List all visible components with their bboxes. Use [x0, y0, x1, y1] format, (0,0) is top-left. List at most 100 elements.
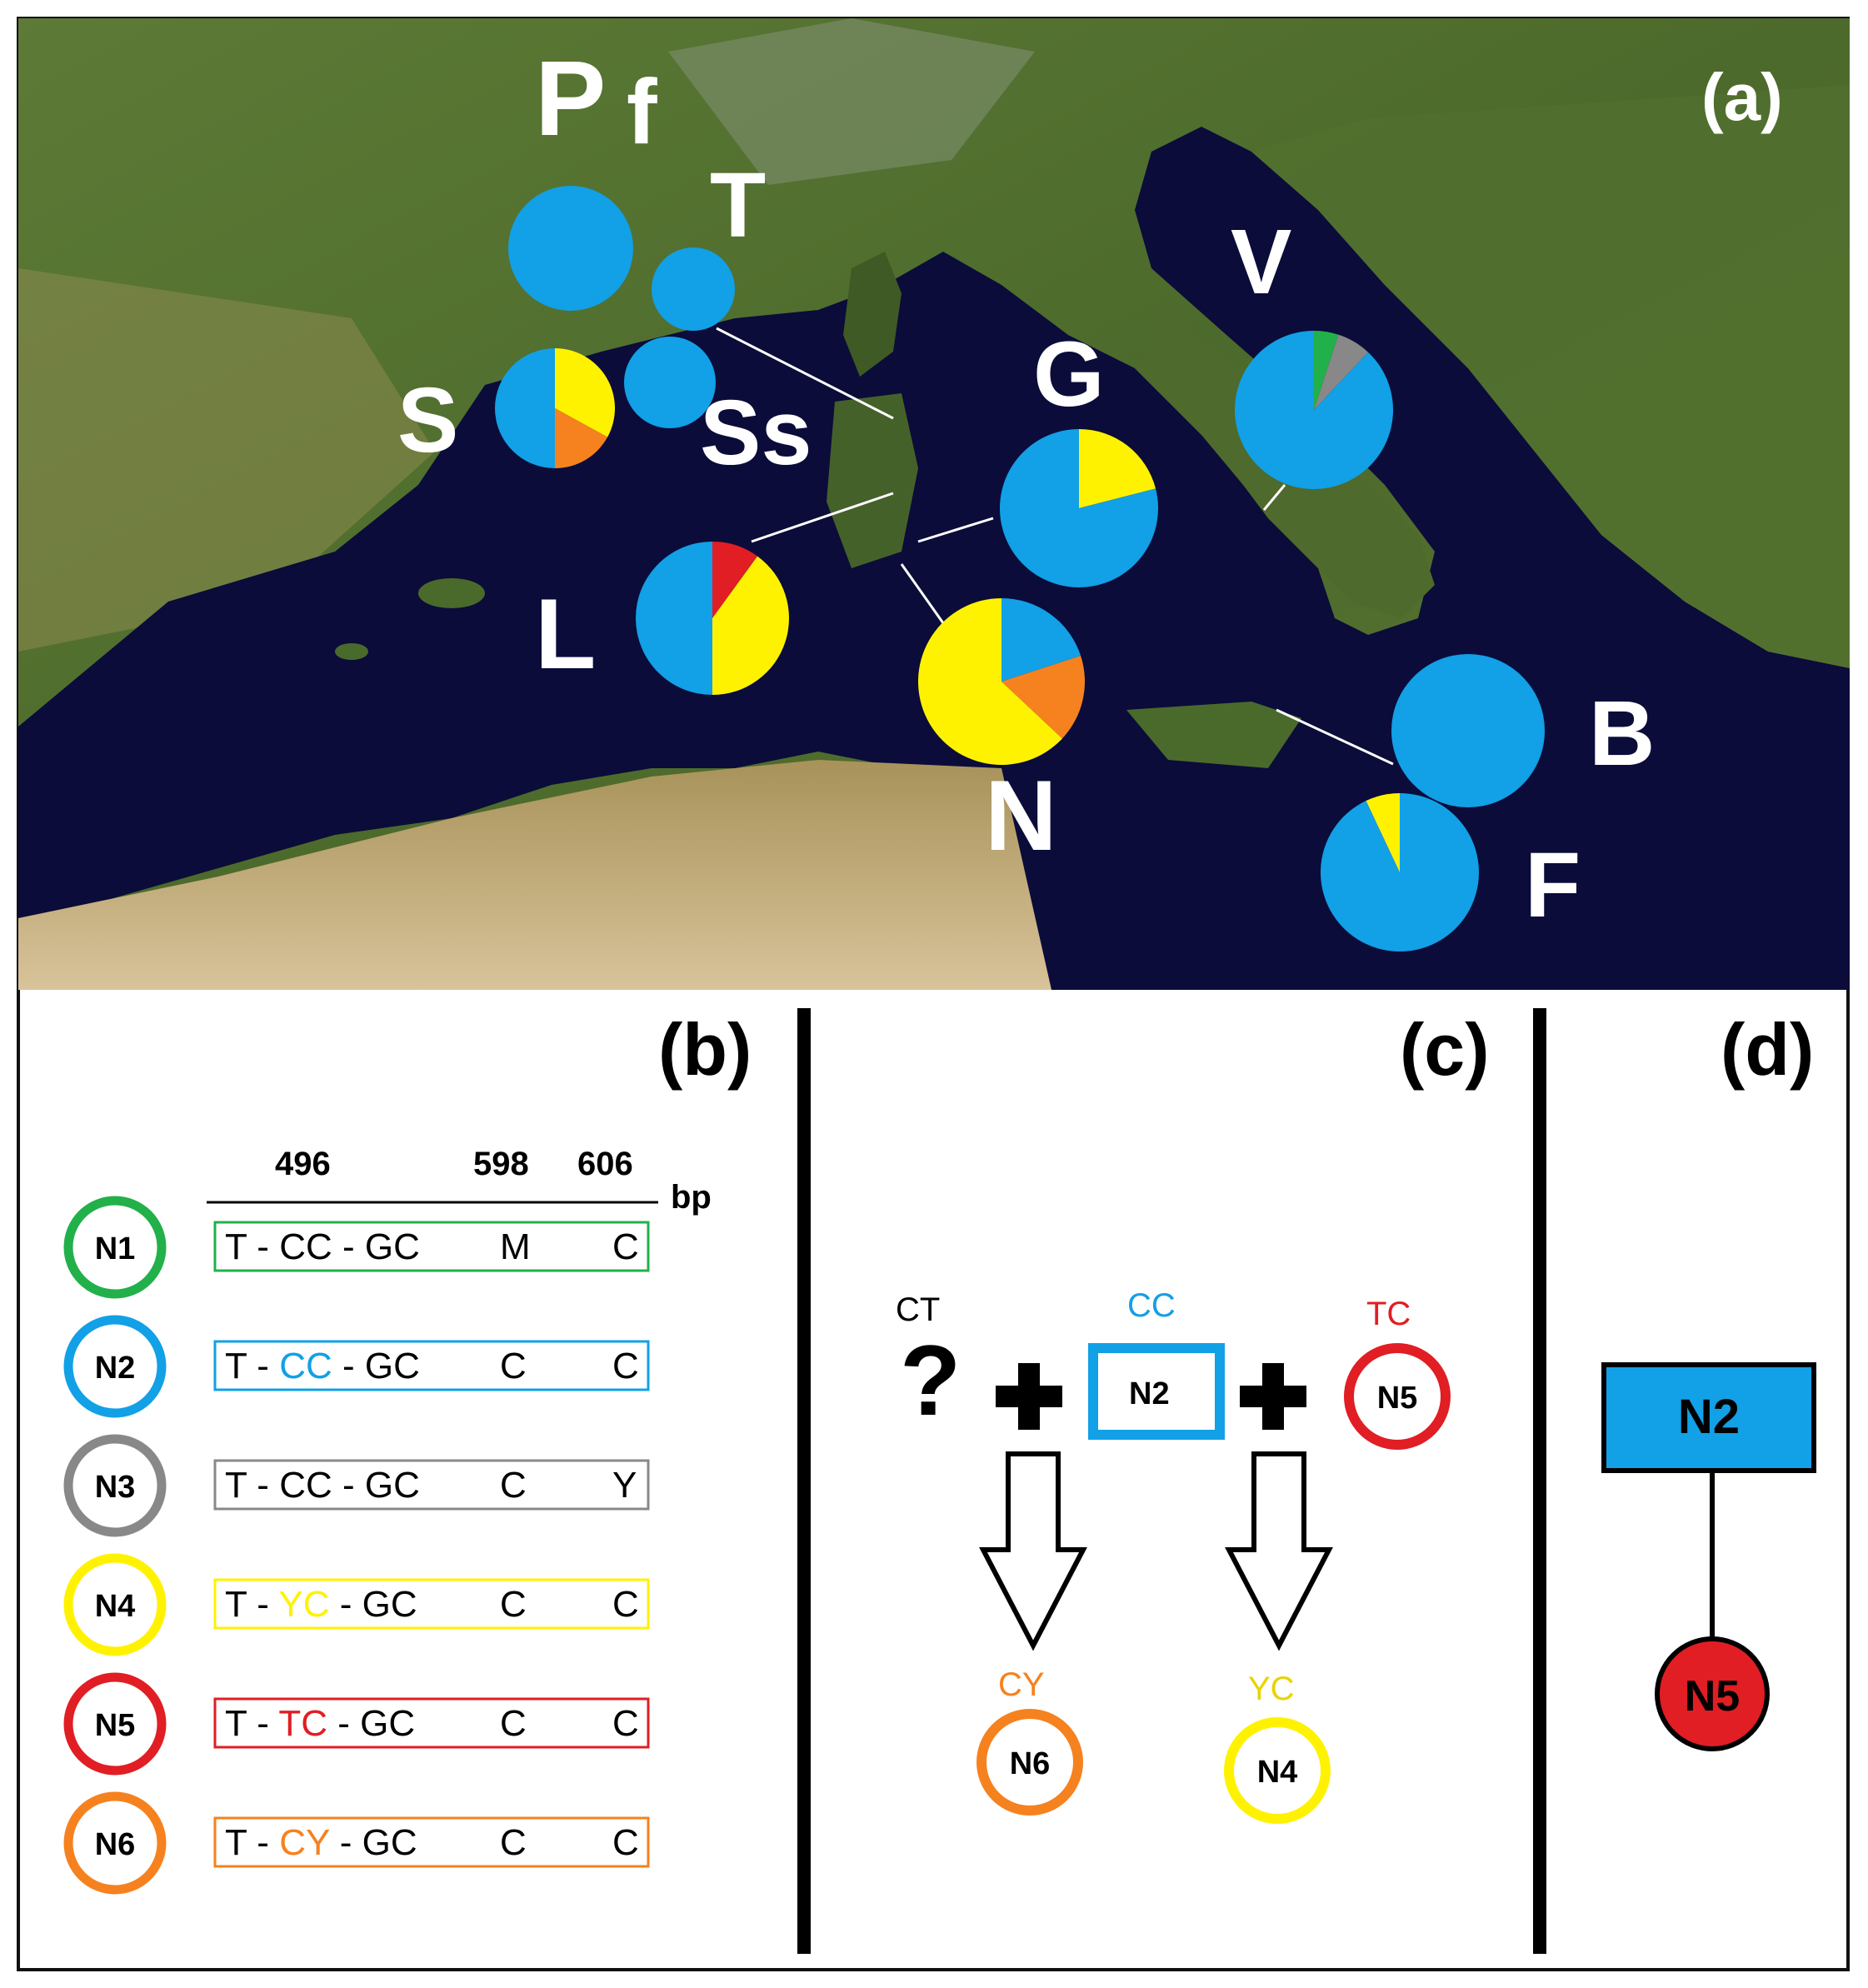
pie-F	[1320, 793, 1479, 952]
n5-circle-label: N5	[1377, 1381, 1418, 1416]
map-label-F: F	[1525, 834, 1581, 937]
pie-slice-N4	[712, 556, 789, 695]
map-label-N: N	[985, 760, 1057, 872]
label-cy: CY	[998, 1666, 1045, 1703]
haplotype-circle-N1	[63, 1196, 167, 1299]
site-598: C	[500, 1822, 527, 1863]
site-606: C	[612, 1346, 639, 1386]
site-598: C	[500, 1584, 527, 1625]
site-598: C	[500, 1465, 527, 1506]
map-label-Pf-P: P	[535, 39, 606, 158]
pie-slice-N6	[555, 408, 608, 468]
map-label-B: B	[1589, 682, 1655, 785]
haplotype-label: N3	[95, 1470, 136, 1505]
pie-slice-N2	[1391, 654, 1545, 807]
n6-circle	[976, 1709, 1083, 1816]
n4-circle-label: N4	[1257, 1755, 1298, 1790]
map-label-S: S	[397, 369, 458, 472]
balkans-land	[1251, 85, 1850, 668]
map-label-Pf-f: f	[627, 61, 657, 163]
sequence-text: T - TC - GC	[225, 1703, 415, 1744]
haplotype-circle-N2	[63, 1315, 167, 1418]
pie-slice-N2	[508, 186, 633, 311]
pie-G	[1000, 429, 1158, 587]
pie-slice-N2	[495, 348, 555, 468]
haplotype-circle-N5	[63, 1672, 167, 1776]
label-ct: CT	[896, 1291, 940, 1328]
mediterranean-sea	[18, 127, 1850, 990]
pie-Pf	[508, 186, 633, 311]
plus-icon	[996, 1363, 1062, 1430]
site-606: C	[612, 1703, 639, 1744]
position-496: 496	[275, 1146, 331, 1182]
sequence-box	[213, 1221, 650, 1272]
alps	[668, 18, 1035, 185]
site-606: C	[612, 1822, 639, 1863]
sequence-text: T - CC - GC	[225, 1346, 420, 1386]
label-cc: CC	[1127, 1287, 1176, 1324]
haplotype-pie-charts	[495, 186, 1545, 952]
sequence-text: T - CC - GC	[225, 1226, 420, 1267]
site-606: Y	[612, 1465, 637, 1506]
haplotype-circle-N6	[63, 1791, 167, 1895]
pie-slice-N3	[1314, 334, 1369, 410]
sequence-box	[213, 1340, 650, 1391]
sequence-text: T - YC - GC	[225, 1584, 417, 1625]
north-africa	[18, 760, 1051, 990]
haplotype-circle-N4	[63, 1553, 167, 1656]
pie-slice-N2	[652, 247, 735, 331]
haplotype-label: N5	[95, 1708, 136, 1743]
pie-T	[652, 247, 735, 331]
pie-slice-N6	[1001, 656, 1085, 739]
iberia-land	[18, 268, 435, 652]
haplotype-label: N2	[95, 1351, 136, 1386]
site-606: C	[612, 1226, 639, 1267]
n6-circle-label: N6	[1010, 1746, 1051, 1781]
n5-circle	[1344, 1343, 1451, 1450]
pie-slice-N4	[555, 348, 616, 437]
panel-label-b: (b)	[658, 1008, 752, 1091]
pie-N	[917, 598, 1085, 765]
pie-slice-N4	[917, 598, 1062, 765]
position-598: 598	[473, 1146, 529, 1182]
balearic-island	[335, 643, 368, 660]
corsica	[843, 252, 902, 377]
pie-slice-N1	[1314, 331, 1339, 410]
unit-bp: bp	[671, 1179, 712, 1216]
down-arrow-icon	[979, 1451, 1087, 1651]
n5-node	[1655, 1636, 1770, 1751]
down-arrow-icon	[1225, 1451, 1333, 1651]
site-598: C	[500, 1346, 527, 1386]
site-598: M	[500, 1226, 531, 1267]
haplotype-label: N4	[95, 1589, 136, 1624]
alignment-rows: N1 T - CC - GC M C N2 T - CC - GC C C N3 T - CC -…	[63, 1196, 650, 1895]
pie-slice-N2	[636, 542, 712, 695]
n5-node-label: N5	[1685, 1672, 1740, 1721]
haplotype-circle-N3	[63, 1434, 167, 1537]
site-598: C	[500, 1703, 527, 1744]
sardinia	[827, 393, 918, 568]
pie-slice-N2	[1235, 331, 1393, 489]
alignment-row-N1: N1 T - CC - GC M C	[63, 1196, 650, 1299]
n2-node-label: N2	[1678, 1390, 1740, 1444]
n4-circle	[1224, 1717, 1331, 1824]
map-label-V: V	[1231, 211, 1291, 313]
sequence-text: T - CY - GC	[225, 1822, 417, 1863]
pie-Ss	[624, 337, 716, 428]
plus-icon	[1240, 1363, 1306, 1430]
map-label-L: L	[535, 578, 596, 690]
panel-label-d: (d)	[1721, 1008, 1814, 1091]
sicily	[1126, 702, 1301, 768]
label-tc: TC	[1366, 1296, 1411, 1332]
haplotype-label: N1	[95, 1231, 136, 1266]
alignment-row-N5: N5 T - TC - GC C C	[63, 1672, 650, 1776]
panel-label-a: (a)	[1701, 60, 1783, 134]
pie-slice-N2	[624, 337, 716, 428]
pie-V	[1235, 331, 1393, 489]
map-label-T: T	[710, 154, 766, 257]
pie-slice-N2	[1000, 429, 1158, 587]
